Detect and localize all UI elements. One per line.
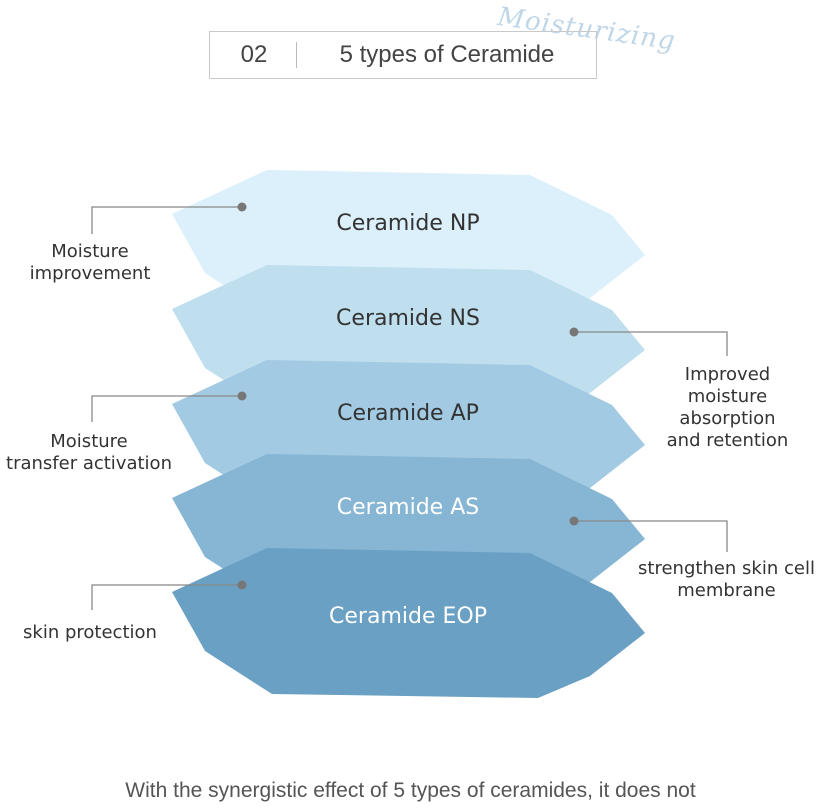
connector-skin-protection	[91, 584, 242, 610]
annotation-skin-protection: skin protection	[10, 622, 170, 644]
layer-label-ap: Ceramide AP	[337, 401, 479, 426]
connector-dot	[237, 391, 247, 401]
footer-caption: With the synergistic effect of 5 types o…	[125, 779, 696, 802]
connector-dot	[237, 202, 247, 212]
connector-moisture-improvement	[91, 206, 242, 234]
annotation-line: strengthen skin cell	[638, 558, 815, 579]
annotation-moisture-improvement: Moisture improvement	[10, 241, 170, 285]
annotation-line: improvement	[29, 263, 151, 284]
annotation-line: absorption	[679, 408, 776, 429]
header-divider	[296, 42, 297, 68]
annotation-line: and retention	[666, 430, 789, 451]
connector-dot	[237, 580, 247, 590]
annotation-line: moisture	[687, 386, 768, 407]
connector-dot	[569, 516, 579, 526]
section-header: 02 5 types of Ceramide	[209, 31, 597, 79]
annotation-improved-absorption: Improved moisture absorption and retenti…	[645, 364, 810, 452]
connector-strengthen-membrane	[574, 520, 728, 552]
annotation-strengthen-membrane: strengthen skin cell membrane	[632, 558, 821, 602]
section-title: 5 types of Ceramide	[339, 41, 555, 68]
layer-label-eop: Ceramide EOP	[329, 604, 487, 629]
section-number: 02	[240, 41, 268, 68]
layer-eop	[172, 548, 645, 698]
layer-label-ns: Ceramide NS	[336, 306, 480, 331]
annotation-line: Moisture	[50, 431, 128, 452]
connector-dot	[569, 327, 579, 337]
annotation-line: membrane	[677, 580, 776, 601]
layer-label-as: Ceramide AS	[337, 495, 479, 520]
annotation-line: Moisture	[51, 241, 129, 262]
annotation-line: transfer activation	[6, 453, 172, 474]
connector-transfer-activation	[91, 395, 242, 422]
connector-improved-absorption	[574, 331, 728, 356]
annotation-line: Improved	[684, 364, 771, 385]
annotation-transfer-activation: Moisture transfer activation	[0, 431, 178, 475]
layer-label-np: Ceramide NP	[336, 211, 479, 236]
annotation-line: skin protection	[23, 622, 157, 643]
